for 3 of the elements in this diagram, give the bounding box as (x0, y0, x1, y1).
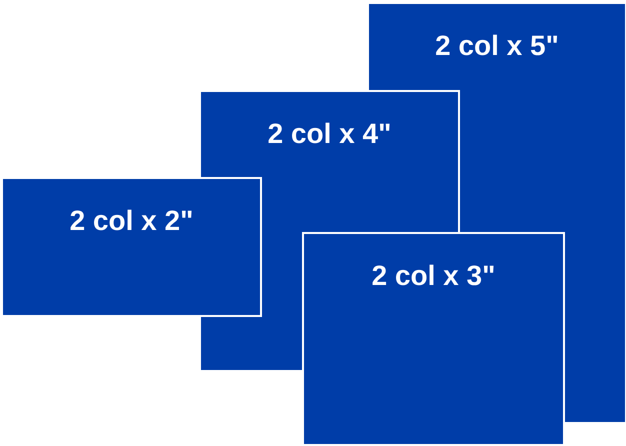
size-box: 2 col x 2" (1, 177, 262, 317)
size-box: 2 col x 3" (302, 232, 565, 446)
node-label: 2 col x 5" (436, 34, 558, 56)
